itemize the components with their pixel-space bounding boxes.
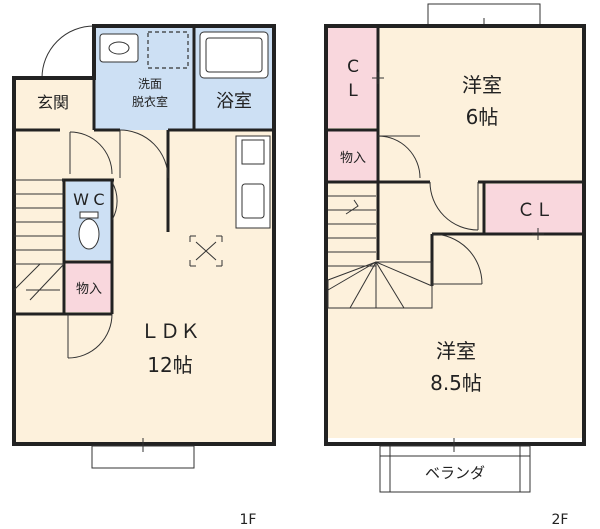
room-large-name-label: 洋室 [436,339,476,363]
washbasin-icon [99,33,139,63]
room-small-name-label: 洋室 [462,73,502,97]
balcony [379,438,531,493]
wc-label-w: W [73,190,89,209]
basin-bowl-icon [108,41,130,55]
bathtub-inner-icon [205,37,263,73]
closet-top-label-c: C [347,57,359,77]
stairs-1f [13,179,65,301]
bath-label: 浴室 [216,91,252,112]
storage-2f-area [328,130,378,182]
closet-mid-label: ＣＬ [517,200,553,221]
ldk-hall-door-swing [69,131,113,175]
entrance-door-swing [41,25,95,79]
bathtub-icon [199,31,269,79]
storage-1f-label: 物入 [76,282,102,297]
toilet-tank-icon [79,211,99,219]
outlet-marks [372,72,544,240]
washroom-label-2: 脱衣室 [132,94,168,109]
storage-door-swing [67,313,113,359]
refrigerator-icon [189,235,223,267]
closet-top-area [328,28,378,128]
floor-1-label: 1F [240,512,257,528]
floor-1: 玄関 洗面 脱衣室 浴室 W C 物入 ＬＤＫ 12帖 1F [12,24,276,528]
wc-door-swing [111,181,118,221]
washing-machine-icon [147,31,189,69]
entrance-label: 玄関 [37,93,69,112]
closet-mid-area [486,184,584,234]
stove-icon [241,139,265,165]
wash-door-swing [119,129,169,179]
ldk-name-label: ＬＤＫ [140,319,200,343]
room-small-size-label: 6帖 [466,105,499,129]
closet-top-label-l: L [348,81,358,101]
balcony-label: ベランダ [425,464,485,482]
storage-1f-area [66,262,112,312]
entrance-area [14,78,94,132]
toilet-bowl-icon [78,218,100,250]
ldk-size-label: 12帖 [147,353,192,377]
stairs-2f [327,195,433,309]
ldk-area [14,130,274,444]
storage2-door-swing [377,135,421,179]
room6-door-swing [429,181,479,231]
window-1f [91,438,195,469]
wc-label-c: C [93,190,104,209]
washroom-label-1: 洗面 [138,77,162,91]
room-large-size-label: 8.5帖 [430,371,482,395]
storage-2f-label: 物入 [340,151,366,166]
room85-door-swing [431,233,483,285]
floor-2-label: 2F [552,512,569,528]
kitchen-sink-icon [241,183,265,219]
floor-2: C L 物入 洋室 6帖 ＣＬ 洋室 8.5帖 ベランダ 2F [324,3,586,528]
